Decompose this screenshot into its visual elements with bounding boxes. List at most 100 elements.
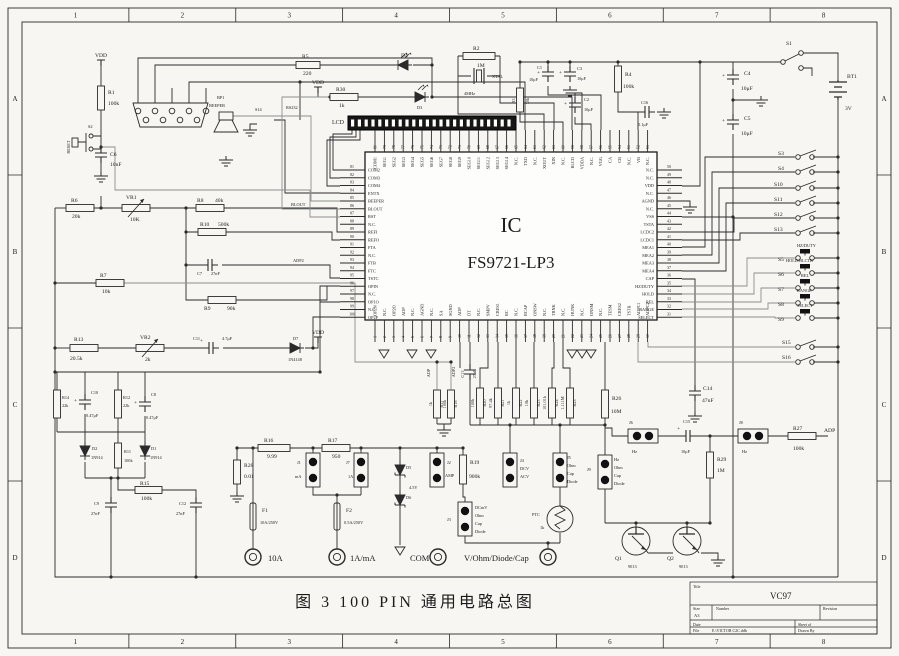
junction [836,271,840,275]
label: R6 [71,198,78,204]
ic-pin-label: 34 [667,289,671,293]
label: BEEPER [209,103,225,108]
lcd-pad [364,119,368,127]
ic-pin-label: OP1O [368,299,379,304]
label: 22k [62,403,69,408]
ic-pin-label: SEG1 [382,157,387,167]
ic-pin-label: 84 [350,188,354,192]
label: 10μF [681,449,691,454]
ic-fs9721: IC FS9721-LP3 81COM282COM383COM484ENTX85… [340,130,682,342]
label: 1k [339,103,345,109]
polarity-plus: + [559,70,562,76]
ic-pin-label: 41 [667,235,671,239]
label: V/Ohm/Diode/Cap [464,553,529,563]
lcd-pad [412,119,416,127]
ic-pin-label: 87 [350,212,354,216]
potentiometer-VR1 [121,198,151,218]
switch-S4 [795,164,817,175]
capacitor-C7 [202,259,218,271]
label: 20k [72,214,81,220]
label: R31 [439,400,444,407]
ic-pin-label: MEA4 [642,268,655,273]
diode-D2 [79,442,91,460]
wire [154,64,296,88]
label: J1 [297,460,301,465]
tb-drawn-label: Drawn By [798,628,815,633]
zone-row-D: D [12,554,17,562]
ic-pin-label: 70 [467,145,471,149]
label: ADP [426,368,431,377]
wire [98,343,319,349]
ic-pin-label: 19 [543,334,547,338]
label: 27nF [211,271,220,276]
ic-pin-label: 89 [350,227,354,231]
resistor-R19 [459,454,467,485]
ic-pin: 60N.C. [561,130,566,165]
label: R25 [572,399,577,406]
ic-pin-label: N.C. [514,157,519,165]
wire [312,316,340,348]
ic-pin-label: HUNK [570,303,575,316]
lcd-label: LCD [332,120,345,126]
wire [682,257,795,319]
ic-pin-label: SEG4 [410,156,415,167]
label: 101.01k [542,395,547,410]
label: 9013 [628,564,637,569]
ic-pin-label: CAP [646,276,655,281]
ic-pin-label: SEG7 [438,156,443,167]
label: S12 [774,212,783,218]
ic-pin-label: 86 [350,204,354,208]
label: ADP [824,428,835,434]
label: R24 [554,399,559,407]
ic-pin-label: 6 [420,336,424,338]
label: BP1 [217,95,224,100]
resistor-R13 [69,344,99,352]
ground-symbol [688,412,702,423]
label: S4 [778,166,784,172]
junction [53,370,57,374]
label: DCV [520,466,530,471]
label: R19 [470,460,480,466]
label: 10μF [577,76,587,81]
ic-pin: 2N.C. [382,308,387,342]
resistor-R31 [433,389,441,419]
label: R29 [717,457,727,463]
label: 1N914 [91,455,104,460]
pad-jack-J6 [627,428,659,444]
wire [236,425,561,549]
junction [558,423,562,427]
banana-jack-COM [429,548,447,566]
label: 0.47μF [86,413,99,418]
components: +++++++++ [53,50,847,567]
vdd-rail [97,59,105,66]
label: 10M [611,409,622,415]
ic-pin-label: ENTX [368,191,380,196]
junction [518,60,522,64]
label: C10 [91,390,98,395]
resistor-R3 [516,87,524,113]
label: S3 [778,151,784,157]
label: R13 [74,337,84,343]
label: 100k [470,398,475,407]
wire [137,88,207,103]
ic-pin-label: SEG5 [420,157,425,167]
resistor-R8 [195,204,225,212]
junction [731,215,735,219]
junction [836,170,840,174]
ic-pin-label: 51 [646,145,650,149]
label: 100k [442,399,447,408]
label: C4 [744,71,751,77]
label: 1k [428,401,433,406]
label: S9 [778,317,784,323]
ic-pin-label: SA [438,310,443,316]
wire [326,130,361,187]
polarity-plus: + [564,101,567,107]
